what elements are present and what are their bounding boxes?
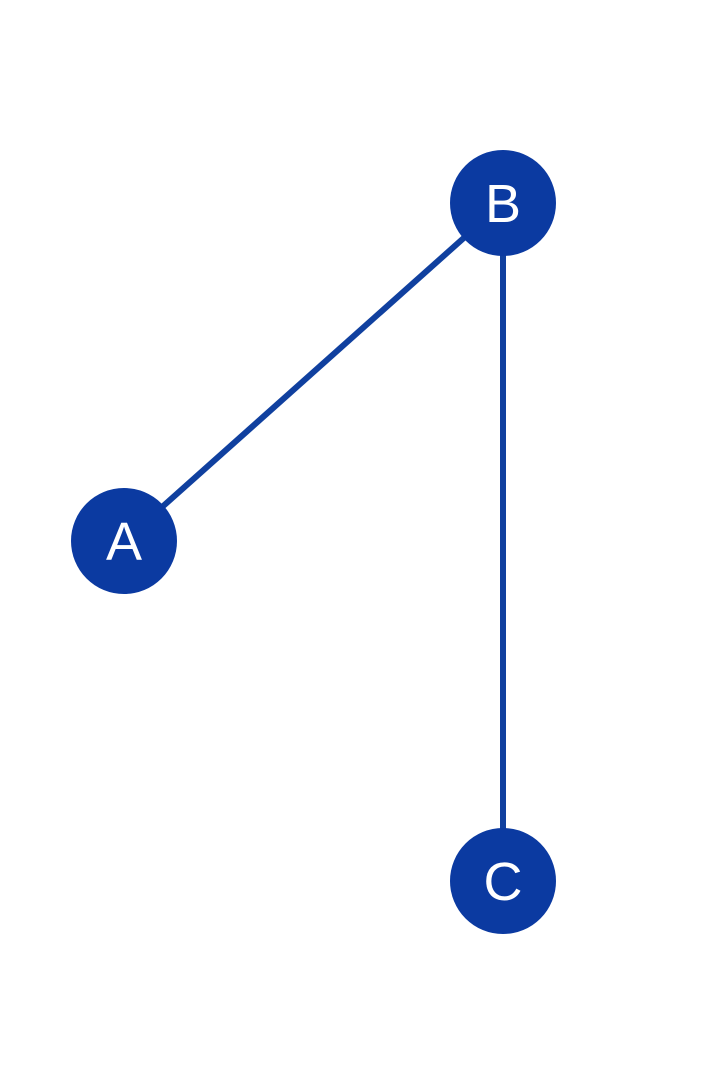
node-A[interactable]: A xyxy=(71,488,177,594)
node-circle-C[interactable] xyxy=(450,828,556,934)
node-B[interactable]: B xyxy=(450,150,556,256)
node-circle-A[interactable] xyxy=(71,488,177,594)
node-C[interactable]: C xyxy=(450,828,556,934)
node-circle-B[interactable] xyxy=(450,150,556,256)
edge-A-B xyxy=(122,200,505,544)
